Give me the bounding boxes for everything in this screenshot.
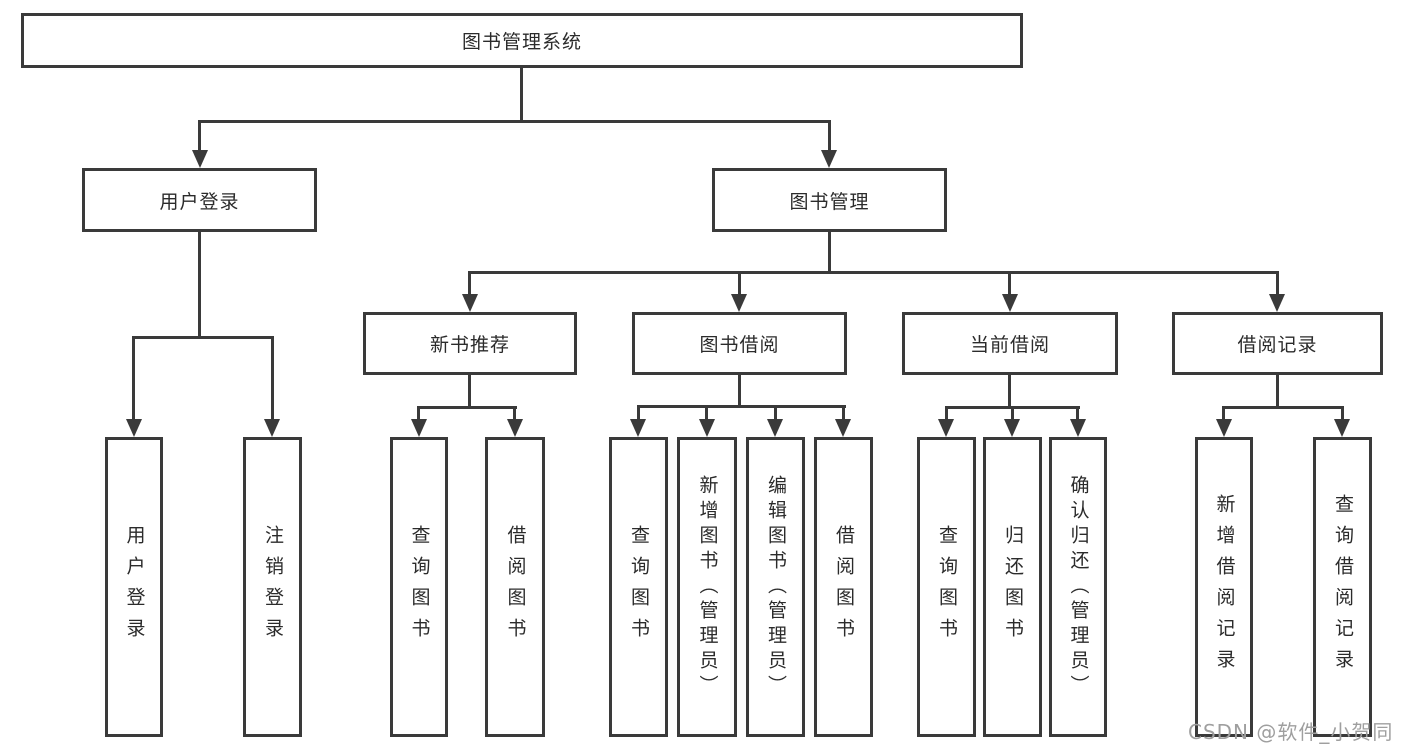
node-book-management-label: 图书管理 [789, 190, 870, 213]
leaf-bb-edit-books-admin: 编辑图书（管理员） [746, 437, 805, 737]
arrowhead-book-management [821, 150, 837, 168]
leaf-br-add-record-label: 新增借阅记录 [1213, 494, 1236, 680]
leaf-nb-query-books: 查询图书 [390, 437, 448, 737]
node-current-borrowing: 当前借阅 [902, 312, 1118, 375]
arrowhead-nb-borrow [507, 419, 523, 437]
connector-book-borrow-split [637, 405, 846, 408]
leaf-bb-borrow-books: 借阅图书 [814, 437, 873, 737]
connector-user-login-trunk [198, 232, 201, 339]
leaf-cb-return-books-label: 归还图书 [1002, 525, 1024, 649]
connector-root-trunk [520, 68, 523, 123]
node-current-borrow-label: 当前借阅 [969, 334, 1050, 356]
leaf-nb-borrow-books-label: 借阅图书 [504, 525, 527, 649]
leaf-logout: 注销登录 [243, 437, 302, 737]
arrowhead-cb-confirm [1070, 419, 1086, 437]
leaf-logout-label: 注销登录 [262, 525, 284, 649]
leaf-br-query-record: 查询借阅记录 [1313, 437, 1372, 737]
leaf-bb-add-books-admin-label: 新增图书（管理员） [696, 474, 719, 700]
connector-stem-br-query [1341, 406, 1344, 423]
connector-borrow-record-split [1222, 406, 1344, 409]
arrowhead-bb-edit [767, 419, 783, 437]
connector-stem-borrow-record [1276, 271, 1279, 297]
arrowhead-leaf-user-login [126, 419, 142, 437]
arrowhead-current-borrow [1002, 294, 1018, 312]
arrowhead-nb-query [411, 419, 427, 437]
connector-stem-current-borrow [1008, 271, 1011, 297]
leaf-nb-borrow-books: 借阅图书 [485, 437, 545, 737]
connector-stem-user-login [198, 120, 201, 154]
arrowhead-bb-add [699, 419, 715, 437]
arrowhead-bb-query [630, 419, 646, 437]
arrowhead-leaf-logout [264, 419, 280, 437]
connector-root-split [198, 120, 831, 123]
arrowhead-user-login [192, 150, 208, 168]
connector-stem-bb-query [637, 405, 640, 423]
node-user-login-label: 用户登录 [159, 190, 240, 213]
arrowhead-cb-query [938, 419, 954, 437]
connector-new-book-split [417, 406, 517, 409]
node-new-book-recommendation: 新书推荐 [363, 312, 577, 375]
arrowhead-new-book [462, 294, 478, 312]
leaf-cb-query-books: 查询图书 [917, 437, 976, 737]
csdn-watermark: CSDN @软件_小贺同学 [1188, 720, 1394, 744]
connector-stem-book-management [828, 120, 831, 154]
arrowhead-br-add [1216, 419, 1232, 437]
arrowhead-borrow-record [1269, 294, 1285, 312]
connector-stem-book-borrow [738, 271, 741, 297]
leaf-bb-edit-books-admin-label: 编辑图书（管理员） [765, 474, 787, 700]
node-user-login: 用户登录 [82, 168, 317, 232]
node-book-borrowing: 图书借阅 [632, 312, 847, 375]
leaf-cb-confirm-return-admin-label: 确认归还（管理员） [1067, 474, 1090, 700]
connector-stem-leaf-user-login [132, 336, 135, 423]
node-borrowing-records: 借阅记录 [1172, 312, 1383, 375]
node-book-management: 图书管理 [712, 168, 947, 232]
leaf-cb-query-books-label: 查询图书 [936, 525, 958, 649]
connector-stem-bb-borrow [842, 405, 845, 423]
connector-stem-br-add [1222, 406, 1225, 423]
arrowhead-bb-borrow [835, 419, 851, 437]
arrowhead-book-borrow [731, 294, 747, 312]
leaf-bb-query-books: 查询图书 [609, 437, 668, 737]
leaf-bb-add-books-admin: 新增图书（管理员） [677, 437, 737, 737]
leaf-br-query-record-label: 查询借阅记录 [1332, 494, 1354, 680]
connector-stem-nb-borrow [513, 406, 516, 423]
leaf-bb-borrow-books-label: 借阅图书 [833, 525, 855, 649]
leaf-user-login: 用户登录 [105, 437, 163, 737]
connector-stem-bb-add [705, 405, 708, 423]
leaf-user-login-label: 用户登录 [123, 525, 146, 649]
connector-stem-nb-query [417, 406, 420, 423]
connector-borrow-record-trunk [1276, 375, 1279, 409]
leaf-nb-query-books-label: 查询图书 [408, 525, 431, 649]
connector-book-borrow-trunk [738, 375, 741, 408]
leaf-bb-query-books-label: 查询图书 [628, 525, 650, 649]
node-book-borrow-label: 图书借阅 [699, 334, 780, 356]
connector-book-management-split [468, 271, 1279, 274]
node-borrow-record-label: 借阅记录 [1237, 334, 1318, 356]
connector-stem-leaf-logout [271, 336, 274, 423]
connector-stem-bb-edit [774, 405, 777, 423]
connector-stem-cb-query [945, 406, 948, 423]
leaf-br-add-record: 新增借阅记录 [1195, 437, 1253, 737]
leaf-cb-return-books: 归还图书 [983, 437, 1042, 737]
connector-stem-cb-return [1011, 406, 1014, 423]
node-root-label: 图书管理系统 [461, 31, 582, 53]
connector-user-login-split [132, 336, 274, 339]
arrowhead-cb-return [1004, 419, 1020, 437]
arrowhead-br-query [1334, 419, 1350, 437]
connector-book-management-trunk [828, 232, 831, 274]
leaf-cb-confirm-return-admin: 确认归还（管理员） [1049, 437, 1107, 737]
connector-stem-cb-confirm [1076, 406, 1079, 423]
connector-current-borrow-trunk [1008, 375, 1011, 409]
node-new-book-label: 新书推荐 [429, 334, 510, 356]
connector-stem-new-book [468, 271, 471, 297]
node-root: 图书管理系统 [21, 13, 1023, 68]
connector-new-book-trunk [468, 375, 471, 409]
